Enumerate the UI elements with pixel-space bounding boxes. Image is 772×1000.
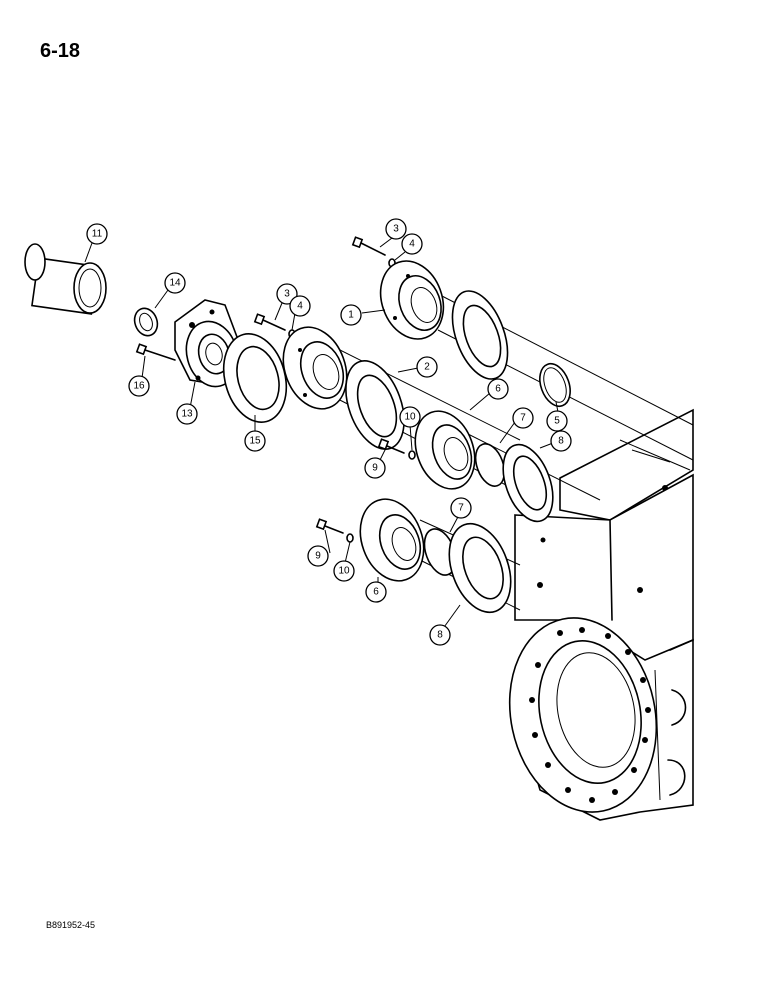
callout-13: 13	[176, 403, 198, 425]
svg-text:15: 15	[249, 436, 261, 447]
callout-6-middle: 6	[487, 378, 509, 400]
bolt-washer-middle	[253, 313, 296, 339]
callout-16: 16	[128, 375, 150, 397]
shim-part-2-lower	[345, 360, 405, 450]
svg-text:2: 2	[424, 362, 430, 373]
callout-3-upper: 3	[385, 218, 407, 240]
gasket-part-8-lower	[448, 522, 512, 614]
callout-7-middle: 7	[512, 407, 534, 429]
bolt-washer-upper	[351, 236, 396, 268]
svg-text:7: 7	[458, 503, 464, 514]
bearing-cap-part-1-lower	[282, 326, 348, 410]
callout-5: 5	[546, 410, 568, 432]
bearing-cap-part-1-upper	[379, 260, 445, 340]
svg-text:1: 1	[348, 310, 354, 321]
svg-text:11: 11	[92, 229, 103, 240]
svg-text:3: 3	[393, 224, 399, 235]
bolt-washer-9-10-lower	[315, 518, 354, 543]
callout-4-upper: 4	[401, 233, 423, 255]
axle-housing	[508, 408, 694, 821]
svg-text:3: 3	[284, 289, 290, 300]
callout-1: 1	[340, 304, 362, 326]
svg-text:4: 4	[297, 301, 303, 312]
svg-text:6: 6	[373, 587, 379, 598]
svg-text:6: 6	[495, 384, 501, 395]
svg-text:9: 9	[315, 551, 321, 562]
svg-text:13: 13	[181, 409, 193, 420]
callout-6-lower: 6	[365, 581, 387, 603]
callout-8-middle: 8	[550, 430, 572, 452]
callout-11: 11	[86, 223, 108, 245]
bolt-washer-9-10-middle	[377, 438, 416, 460]
svg-text:9: 9	[372, 463, 378, 474]
svg-text:5: 5	[554, 416, 560, 427]
bearing-cage-part-6-lower	[359, 498, 425, 582]
ring-part-5	[539, 362, 571, 408]
shim-part-2-upper	[451, 290, 509, 380]
reference-code: B891952-45	[46, 920, 96, 930]
svg-text:10: 10	[404, 412, 416, 423]
svg-text:14: 14	[169, 278, 181, 289]
sleeve-part-11	[24, 243, 107, 315]
svg-text:7: 7	[520, 413, 526, 424]
callout-4-middle: 4	[289, 295, 311, 317]
callout-10-middle: 10	[399, 406, 421, 428]
svg-text:4: 4	[409, 239, 415, 250]
svg-text:10: 10	[338, 566, 350, 577]
bolt-part-16	[135, 343, 176, 361]
gasket-part-8-middle	[502, 443, 554, 523]
svg-text:8: 8	[437, 630, 443, 641]
page-number: 6-18	[40, 40, 81, 62]
callout-10-lower: 10	[333, 560, 355, 582]
callout-14: 14	[164, 272, 186, 294]
callout-2: 2	[416, 356, 438, 378]
callout-9-middle: 9	[364, 457, 386, 479]
bearing-cage-part-6-middle	[414, 410, 476, 490]
callout-9-lower: 9	[307, 545, 329, 567]
seal-part-14	[133, 307, 159, 337]
svg-text:16: 16	[133, 381, 145, 392]
gasket-part-15	[222, 333, 288, 423]
svg-text:8: 8	[558, 436, 564, 447]
o-ring-part-7-middle	[474, 443, 506, 487]
callout-7-lower: 7	[450, 497, 472, 519]
callout-15: 15	[244, 430, 266, 452]
callout-8-lower: 8	[429, 624, 451, 646]
